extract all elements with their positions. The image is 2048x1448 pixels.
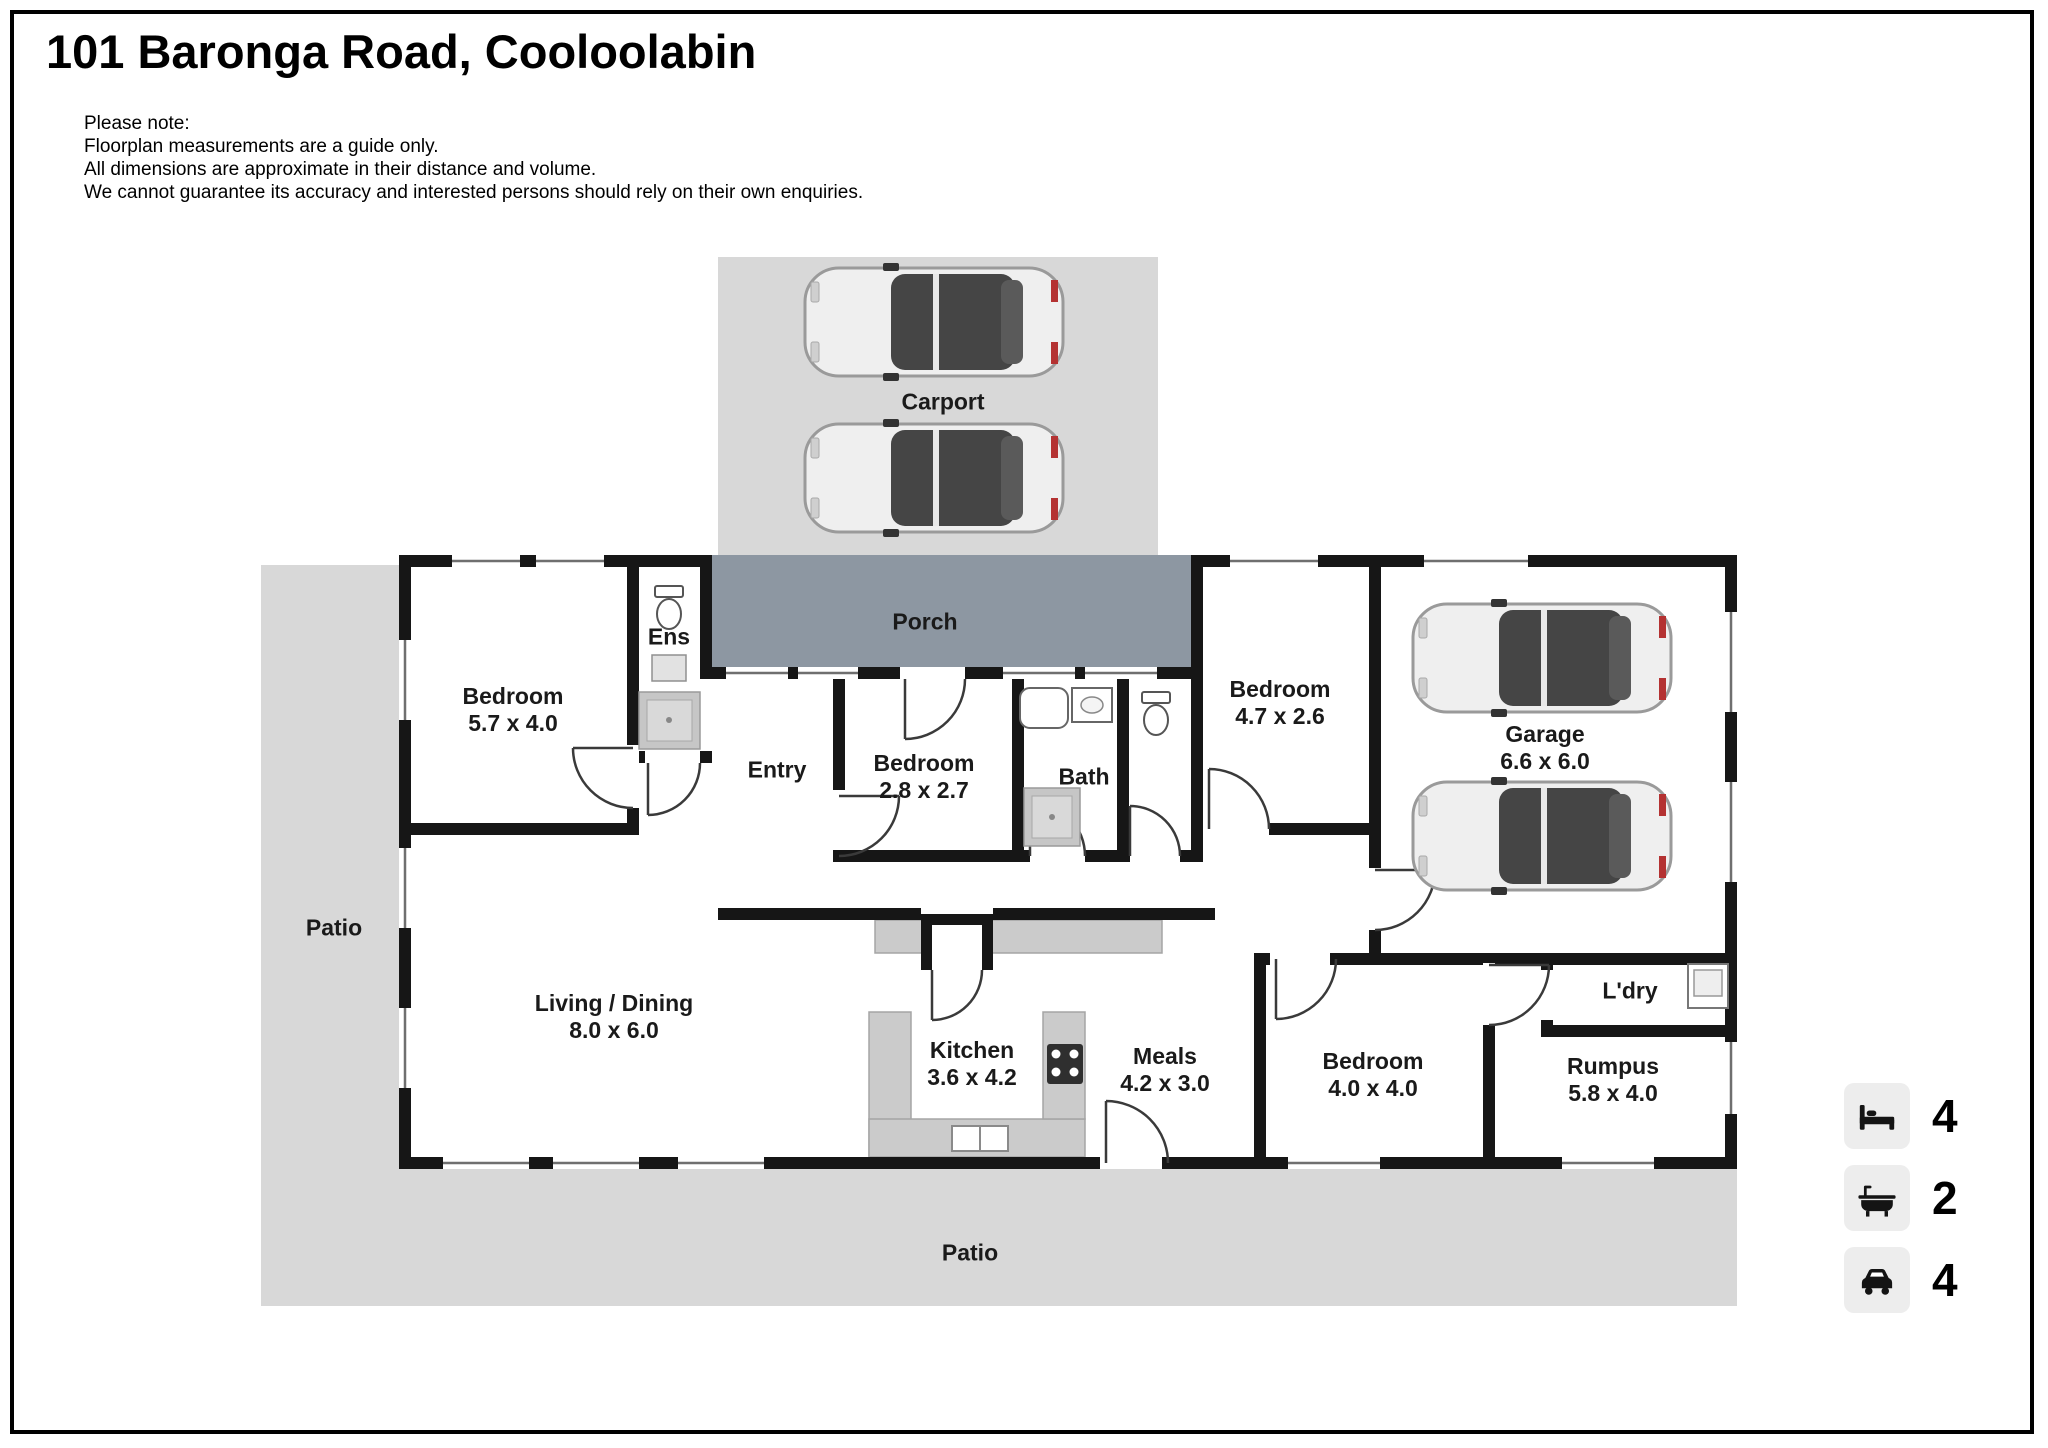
- legend-bed-tile: [1844, 1083, 1910, 1149]
- garage-car-2: [1411, 775, 1673, 897]
- page-border: [10, 10, 2034, 1434]
- doors: [571, 667, 1553, 1169]
- pantry-closet: [921, 914, 993, 970]
- room-name: Bedroom: [462, 683, 564, 709]
- carport-car-1: [803, 261, 1065, 383]
- bedroom-1-label: Bedroom 5.7 x 4.0: [463, 683, 564, 737]
- room-name: Bedroom: [873, 750, 975, 776]
- room-name: Bedroom: [1229, 676, 1331, 702]
- rumpus-label: Rumpus 5.8 x 4.0: [1567, 1053, 1659, 1107]
- note-line: All dimensions are approximate in their …: [84, 159, 597, 180]
- room-name: Garage: [1505, 721, 1585, 747]
- room-dims: 4.2 x 3.0: [1120, 1070, 1210, 1096]
- room-name: Kitchen: [929, 1037, 1015, 1063]
- ensuite-label: Ens: [647, 623, 691, 650]
- room-name: Rumpus: [1567, 1053, 1659, 1079]
- stove-icon: [1047, 1044, 1083, 1084]
- bath-icon: [1858, 1185, 1896, 1217]
- note-line: We cannot guarantee its accuracy and int…: [84, 182, 864, 203]
- ensuite-shower: [638, 691, 701, 750]
- garage-label: Garage 6.6 x 6.0: [1500, 721, 1590, 775]
- room-dims: 3.6 x 4.2: [927, 1064, 1017, 1090]
- bathtub: [1019, 687, 1069, 729]
- entry-label: Entry: [747, 756, 807, 783]
- bath-shower: [1023, 787, 1081, 847]
- note-line: Please note:: [84, 113, 190, 134]
- bath-label: Bath: [1058, 763, 1110, 790]
- disclaimer-note: Please note: Floorplan measurements are …: [84, 112, 863, 204]
- fixtures: [638, 585, 1729, 1152]
- page-title: 101 Baronga Road, Cooloolabin: [46, 25, 757, 78]
- room-name: Bedroom: [1322, 1048, 1424, 1074]
- garage-car-1: [1411, 597, 1673, 719]
- kitchen-sink: [951, 1125, 1009, 1152]
- bath-vanity: [1071, 687, 1113, 723]
- patio-areas: [261, 565, 1737, 1306]
- bathroom-count: 2: [1932, 1172, 1958, 1224]
- legend-car-tile: [1844, 1247, 1910, 1313]
- patio-left-label: Patio: [305, 914, 363, 941]
- laundry-tub: [1687, 963, 1729, 1009]
- room-name: Living / Dining: [534, 990, 694, 1016]
- carport-label: Carport: [901, 388, 985, 415]
- porch-area: [712, 555, 1191, 679]
- legend-bedrooms: 4: [1844, 1083, 1958, 1149]
- room-dims: 8.0 x 6.0: [569, 1017, 659, 1043]
- legend-cars: 4: [1844, 1247, 1958, 1313]
- room-dims: 6.6 x 6.0: [1500, 748, 1590, 774]
- meals-label: Meals 4.2 x 3.0: [1120, 1043, 1210, 1097]
- porch-label: Porch: [892, 608, 958, 635]
- bedroom-count: 4: [1932, 1090, 1958, 1142]
- room-dims: 4.7 x 2.6: [1235, 703, 1325, 729]
- laundry-label: L'dry: [1602, 977, 1658, 1004]
- bed-icon: [1859, 1105, 1895, 1130]
- bedroom-3-label: Bedroom 4.7 x 2.6: [1230, 676, 1331, 730]
- bedroom-4-label: Bedroom 4.0 x 4.0: [1323, 1048, 1424, 1102]
- kitchen-label: Kitchen 3.6 x 4.2: [927, 1037, 1017, 1091]
- car-count: 4: [1932, 1254, 1958, 1306]
- legend: 4 2: [1844, 1083, 1958, 1329]
- room-dims: 5.8 x 4.0: [1568, 1080, 1658, 1106]
- car-icon: [1861, 1269, 1893, 1295]
- note-line: Floorplan measurements are a guide only.: [84, 136, 439, 157]
- patio-bottom-label: Patio: [941, 1239, 999, 1266]
- ensuite-toilet: [654, 585, 684, 630]
- wc-toilet: [1141, 691, 1171, 736]
- living-dining-label: Living / Dining 8.0 x 6.0: [535, 990, 693, 1044]
- bedroom-2-label: Bedroom 2.8 x 2.7: [874, 750, 975, 804]
- carport-car-2: [803, 417, 1065, 539]
- legend-bathrooms: 2: [1844, 1165, 1958, 1231]
- legend-bath-tile: [1844, 1165, 1910, 1231]
- room-dims: 4.0 x 4.0: [1328, 1075, 1418, 1101]
- windows: [399, 555, 1737, 1169]
- ensuite-basin: [651, 654, 687, 682]
- room-dims: 2.8 x 2.7: [879, 777, 969, 803]
- room-name: Meals: [1133, 1043, 1197, 1069]
- room-dims: 5.7 x 4.0: [468, 710, 558, 736]
